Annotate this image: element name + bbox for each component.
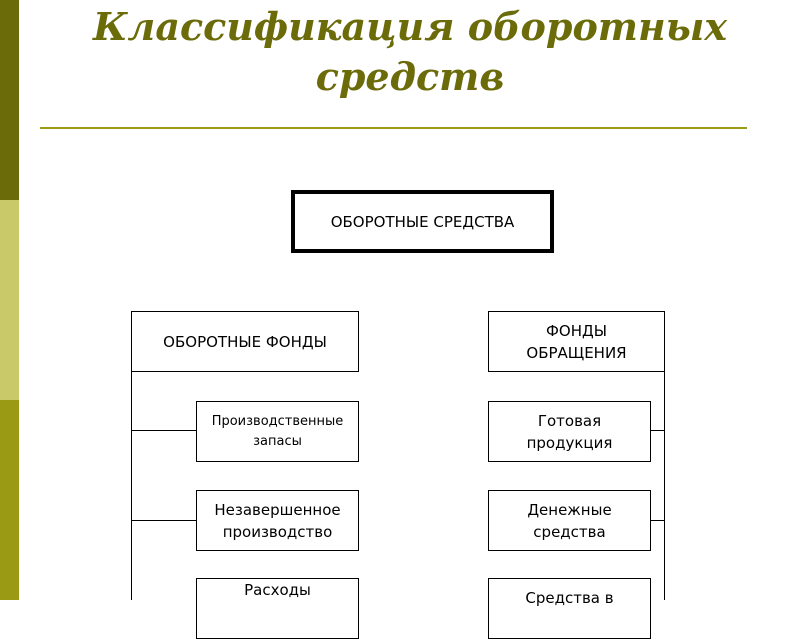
side-stripe-middle [0, 200, 19, 400]
right-branch-trunk [664, 371, 665, 600]
side-stripe-bottom [0, 400, 19, 600]
right-item-cash: Денежные средства [488, 490, 651, 551]
left-item-production-stocks: Производственные запасы [196, 401, 359, 462]
title-underline [40, 127, 747, 129]
left-branch-trunk [131, 371, 132, 600]
right-connector-1 [650, 430, 665, 431]
left-branch-node: ОБОРОТНЫЕ ФОНДЫ [131, 311, 359, 372]
left-connector-2 [131, 520, 196, 521]
left-connector-1 [131, 430, 196, 431]
right-connector-2 [650, 520, 665, 521]
root-node: ОБОРОТНЫЕ СРЕДСТВА [291, 190, 554, 253]
right-item-finished-goods: Готовая продукция [488, 401, 651, 462]
right-branch-node: ФОНДЫ ОБРАЩЕНИЯ [488, 311, 665, 372]
slide-title: Классификация оборотных средств [92, 4, 728, 99]
side-stripe-top [0, 0, 19, 200]
left-item-expenses-label: Расходы [244, 581, 311, 599]
left-item-expenses: Расходы [196, 578, 359, 639]
right-item-funds-in: Средства в [488, 578, 651, 639]
left-item-work-in-progress: Незавершенное производство [196, 490, 359, 551]
right-item-funds-in-label: Средства в [525, 589, 614, 607]
